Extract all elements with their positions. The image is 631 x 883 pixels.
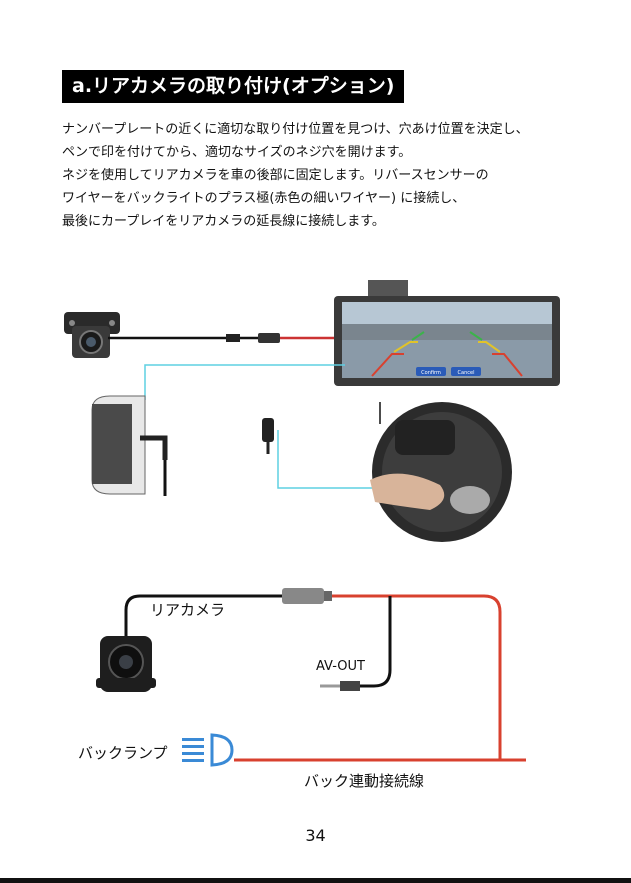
reverse-wire-label: バック連動接続線 [304,772,424,790]
wiring-diagram: リアカメラ AV-OUT バックランプ バック連動接続線 [78,588,526,790]
back-lamp-icon [182,735,232,765]
bottom-rule [0,878,631,883]
section-title: a.リアカメラの取り付け(オプション) [62,70,404,103]
mirror-dashcam: Confirm Cancel [334,280,560,386]
instruction-paragraph: ナンバープレートの近くに適切な取り付け位置を見つけ、穴あけ位置を決定し、 ペンで… [62,118,602,233]
cigarette-socket-closeup [370,402,512,542]
camera-cable [108,333,336,343]
av-out-label: AV-OUT [316,659,365,674]
paragraph-line: 最後にカープレイをリアカメラの延長線に接続します。 [62,210,602,233]
car-charger-icon [262,418,274,454]
back-lamp-label: バックランプ [78,744,168,762]
confirm-button-label: Confirm [421,370,441,376]
cancel-button: Cancel [451,367,481,376]
paragraph-line: ペンで印を付けてから、適切なサイズのネジ穴を開けます。 [62,141,602,164]
rear-camera-large-icon [96,636,156,692]
paragraph-line: ネジを使用してリアカメラを車の後部に固定します。リバースセンサーの [62,164,602,187]
av-jack-closeup [92,396,165,496]
rear-camera-icon [64,312,120,358]
paragraph-line: ワイヤーをバックライトのプラス極(赤色の細いワイヤー) に接続し、 [62,187,602,210]
rear-camera-label: リアカメラ [150,601,225,619]
paragraph-line: ナンバープレートの近くに適切な取り付け位置を見つけ、穴あけ位置を決定し、 [62,118,602,141]
page-number: 34 [0,826,631,845]
installation-illustration: Confirm Cancel [0,270,631,830]
cancel-button-label: Cancel [458,370,475,376]
confirm-button: Confirm [416,367,446,376]
